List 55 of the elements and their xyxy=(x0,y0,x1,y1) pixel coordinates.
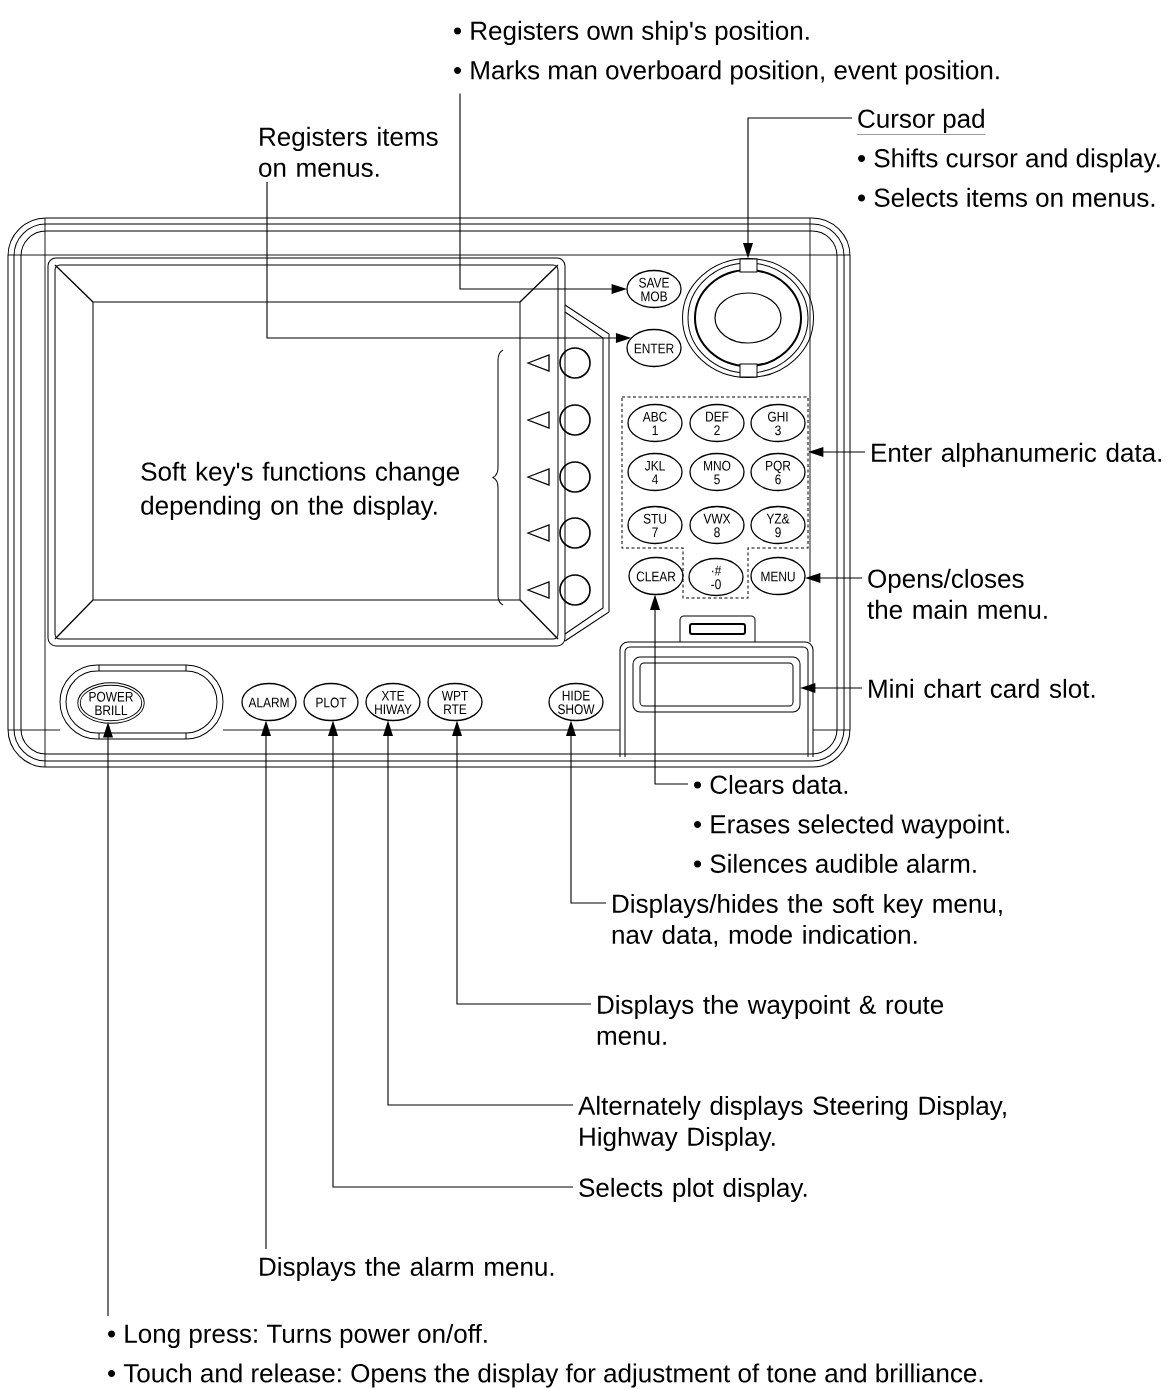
leader-arrow xyxy=(459,92,627,294)
callout-text: Displays the alarm menu. xyxy=(260,1256,554,1282)
key-button: GHI 3 xyxy=(750,403,806,443)
key-button: STU 7 xyxy=(627,505,683,545)
key-button: POWER BRILL xyxy=(77,682,145,724)
key-button: SAVE MOB xyxy=(626,269,682,309)
callout-text: • Registers own ship's position. • Marks man overboard position, event position. xyxy=(454,20,999,85)
soft-key xyxy=(559,574,591,606)
leader-arrow xyxy=(805,573,863,583)
leader-arrow xyxy=(261,720,271,1250)
soft-key xyxy=(559,347,591,379)
key-button: PLOT xyxy=(303,682,359,722)
key-button: JKL 4 xyxy=(627,452,683,492)
callout-text: Enter alphanumeric data. xyxy=(872,442,1161,468)
callout-text: Displays the waypoint & route menu. xyxy=(597,994,944,1045)
callout-text: Mini chart card slot. xyxy=(869,678,1095,698)
leader-arrow xyxy=(808,447,866,457)
soft-key xyxy=(559,461,591,493)
key-button: ABC 1 xyxy=(627,403,683,443)
leader-arrow xyxy=(452,720,592,1005)
key-button: MENU xyxy=(750,556,806,596)
callout-text: • Clears data. • Erases selected waypoint. • Silences audible alarm. xyxy=(694,774,1009,873)
key-button: ALARM xyxy=(241,682,297,722)
leader-arrow xyxy=(103,722,113,1317)
key-button: WPT RTE xyxy=(427,682,483,722)
leader-arrow xyxy=(800,683,863,693)
leader-arrow xyxy=(328,720,574,1188)
callout-text: Selects plot display. xyxy=(579,1177,807,1203)
key-button: MNO 5 xyxy=(689,452,745,492)
card-slot xyxy=(632,656,801,713)
keypad-outline xyxy=(621,396,809,599)
cursor-pad xyxy=(682,258,814,378)
callout-text: Alternately displays Steering Display, Highway Display. xyxy=(578,1095,1006,1152)
callout-text: Opens/closes the main menu. xyxy=(867,568,1047,619)
callout-text: Cursor pad • Shifts cursor and display. • Selects items on menus. xyxy=(856,108,1160,207)
callout-text: Displays/hides the soft key menu, nav data, mode indication. xyxy=(612,893,1002,948)
soft-key xyxy=(559,517,591,549)
key-button: ·# -0 xyxy=(688,557,744,597)
key-button: VWX 8 xyxy=(689,505,745,545)
leader-arrow xyxy=(743,117,853,259)
soft-key xyxy=(559,404,591,436)
key-button: DEF 2 xyxy=(689,403,745,443)
key-button: PQR 6 xyxy=(750,452,806,492)
leader-arrow xyxy=(650,594,689,785)
key-button: XTE HIWAY xyxy=(365,682,421,722)
note-text: Soft key's functions change depending on the display. xyxy=(141,461,460,520)
key-button: HIDE SHOW xyxy=(548,682,604,722)
key-button: CLEAR xyxy=(628,556,684,596)
key-button: ENTER xyxy=(626,328,682,368)
leader-arrow xyxy=(566,720,607,904)
leader-arrow xyxy=(266,181,632,343)
key-button: YZ& 9 xyxy=(750,505,806,545)
callout-text: • Long press: Turns power on/off. • Touch and release: Opens the display for adjustment of tone and brilliance. xyxy=(108,1323,983,1388)
leader-arrow xyxy=(383,720,574,1106)
callout-text: Registers items on menus. xyxy=(259,126,438,177)
